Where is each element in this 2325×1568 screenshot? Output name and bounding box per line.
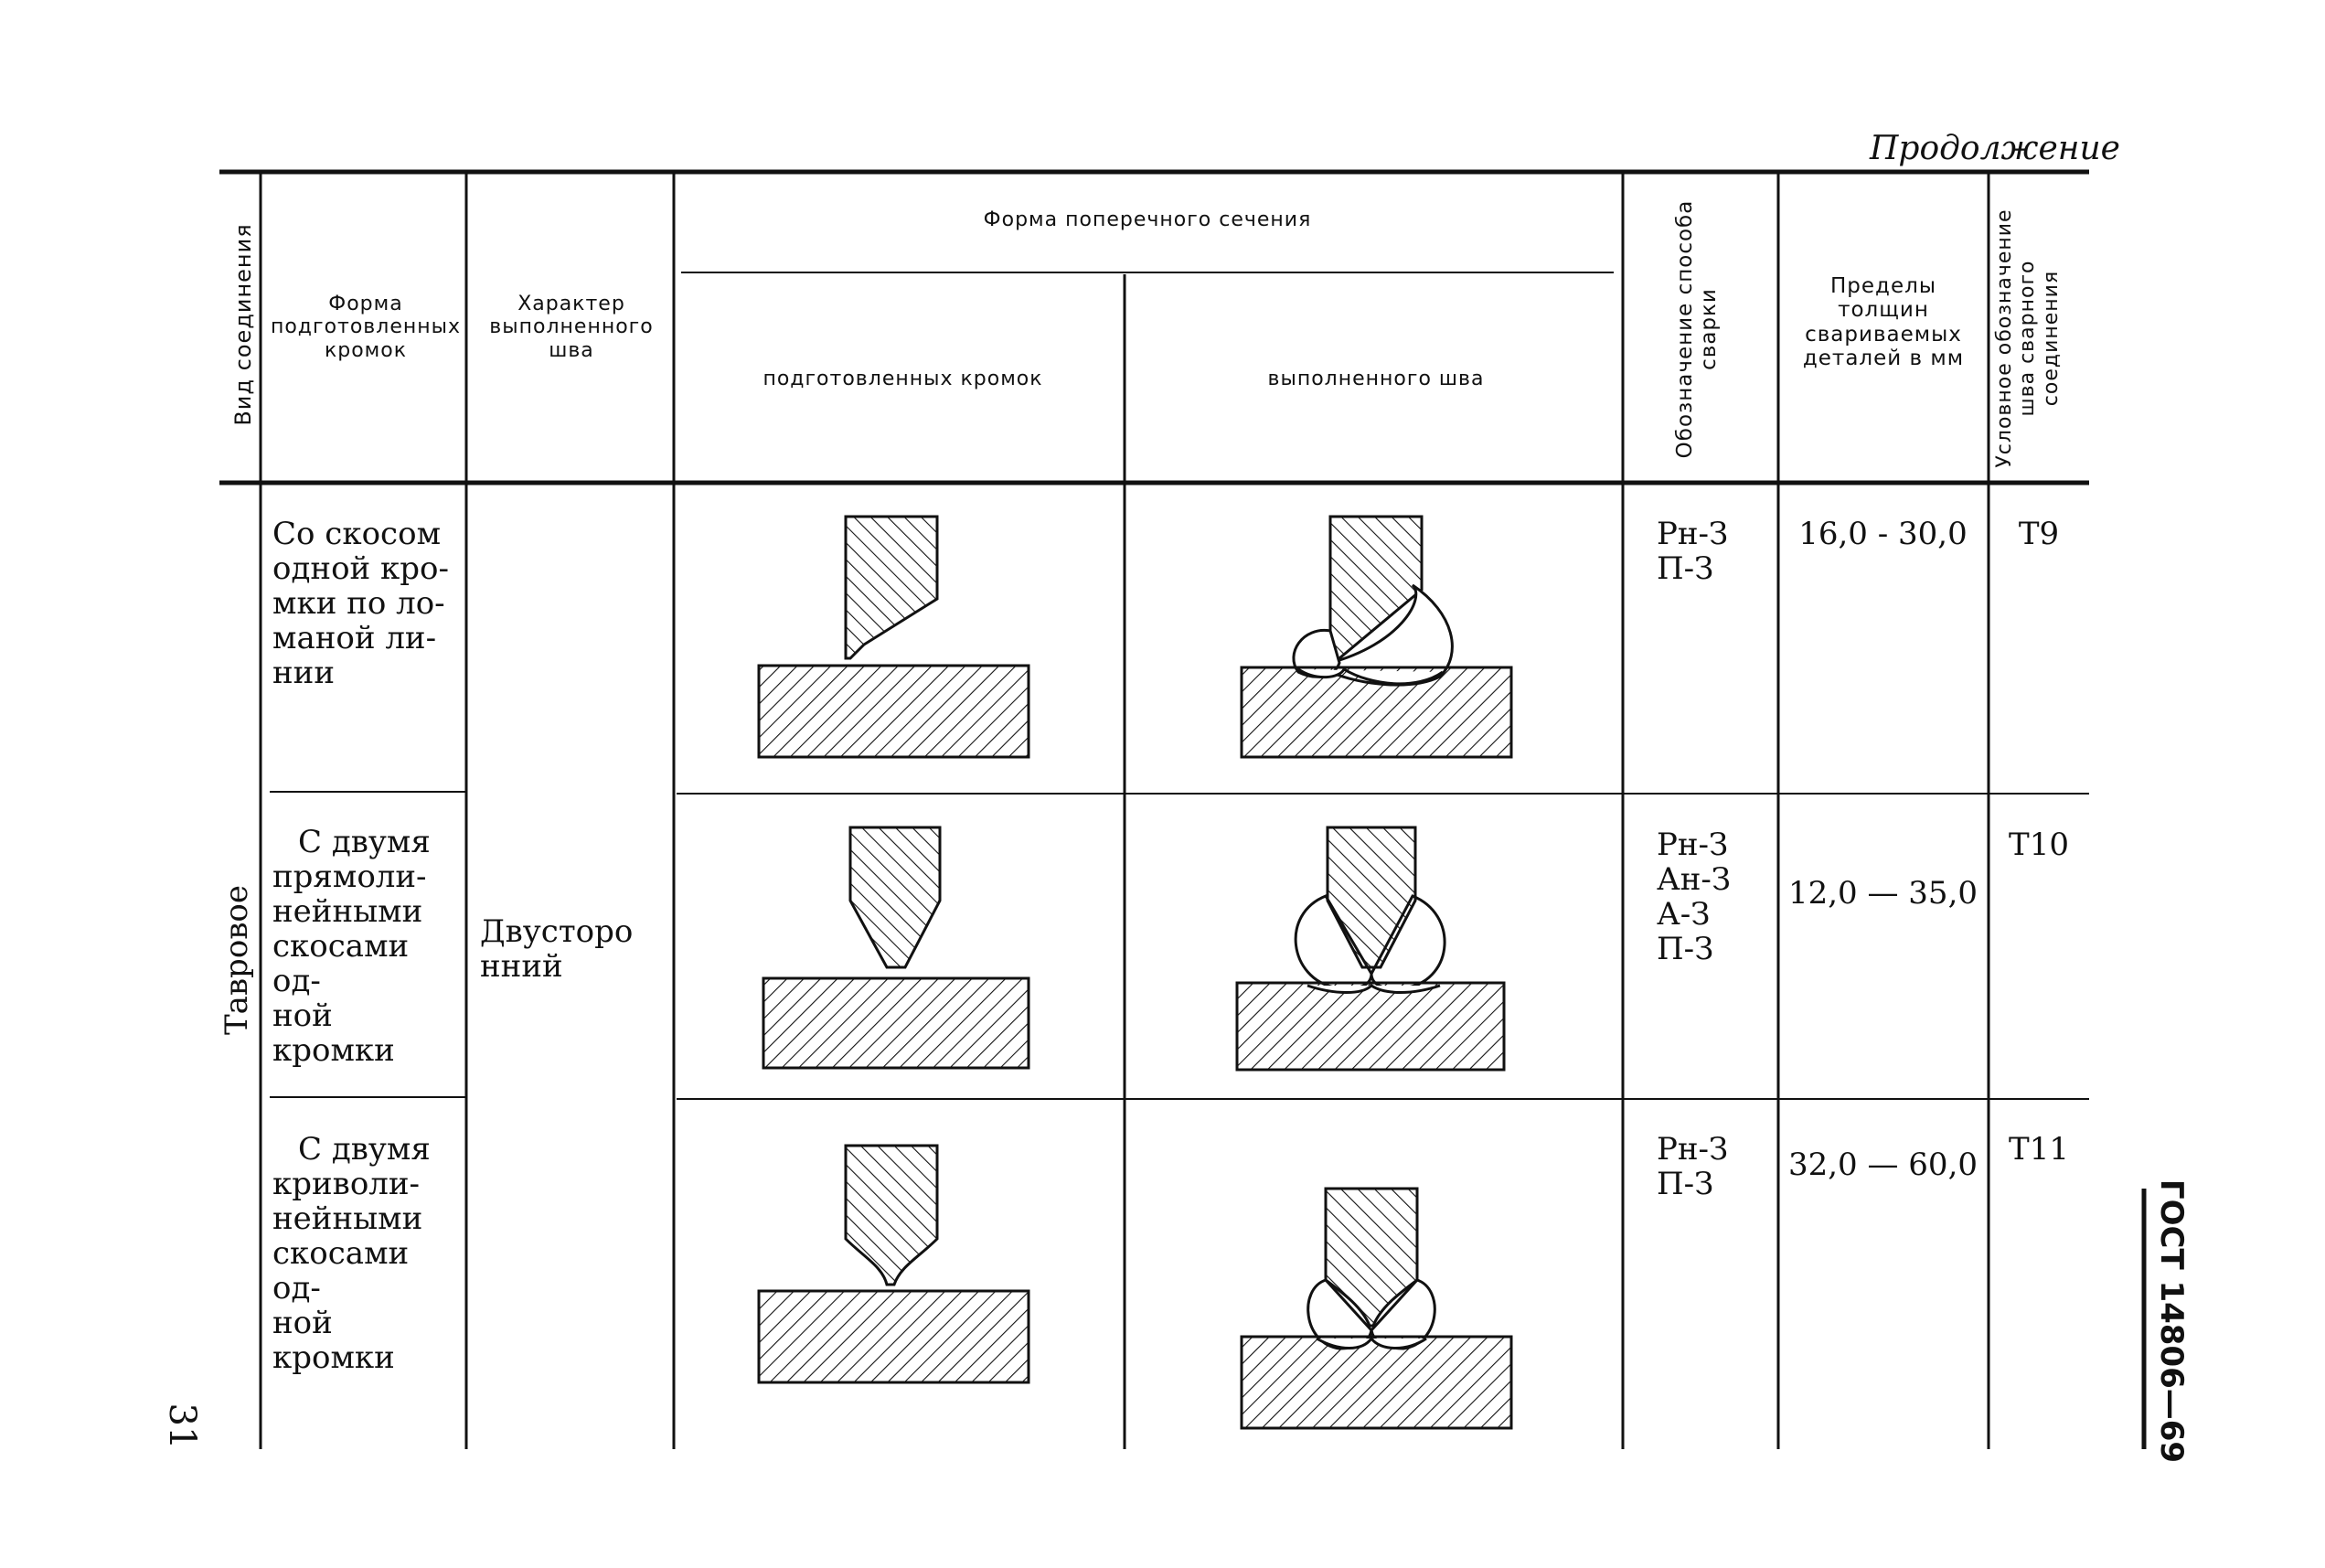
row3-edge-line: ной кромки (272, 1305, 395, 1377)
row2-method: Рн-З (1657, 827, 1729, 863)
row1-edge-line: Со скосом (272, 516, 442, 552)
header-edge-form: Форма подготовленных кромок (270, 293, 462, 362)
row2-method: А-З (1657, 896, 1711, 933)
row1-edge-line: одной кро- (272, 550, 449, 588)
row3-edge-line: криволи- (272, 1166, 421, 1203)
row3-method: П-З (1657, 1166, 1714, 1203)
row1-symbol: Т9 (2018, 516, 2060, 552)
row1-thickness: 16,0 - 30,0 (1798, 516, 1968, 552)
row1-weld-drawing (1240, 515, 1513, 759)
header-joint-type: Вид соединения (230, 223, 256, 426)
row1-method: Рн-З (1657, 516, 1729, 552)
header-welding-method: Обозначение способа сварки (1673, 199, 1722, 459)
row1-edge-line: нии (272, 655, 335, 692)
row1-edge-form: Со скосом одной кро- мки по ло- маной ли… (272, 517, 464, 690)
header-cross-section: Форма поперечного сечения (983, 208, 1312, 231)
row1-edge-line: маной ли- (272, 620, 437, 657)
row1-methods: Рн-З П-З (1657, 517, 1785, 586)
row2-edge-form: С двумя прямоли- нейными скосами од- ной… (272, 825, 464, 1069)
weld-character-value: Двусторонний (480, 913, 634, 986)
header-prepared-edges: подготовленных кромок (763, 368, 1043, 390)
row2-symbol: Т10 (2009, 827, 2069, 863)
header-thickness-limits: Пределы толщин свариваемых деталей в мм (1802, 274, 1965, 371)
row1-edge-line: мки по ло- (272, 585, 445, 623)
row2-edge-line: нейными (272, 893, 423, 931)
header-finished-weld: выполненного шва (1267, 368, 1485, 390)
row2-method: П-З (1657, 931, 1714, 968)
row3-thickness: 32,0 — 60,0 (1787, 1147, 1978, 1183)
row2-edge-line: прямоли- (272, 859, 427, 896)
row1-method: П-З (1657, 550, 1714, 588)
continuation-label: Продолжение (1870, 130, 2120, 167)
row2-edge-line: С двумя (298, 824, 431, 860)
row2-thickness: 12,0 — 35,0 (1787, 875, 1978, 912)
row3-method: Рн-З (1657, 1131, 1729, 1168)
row3-edge-line: скосами од- (272, 1235, 410, 1307)
row2-prepared-drawing (762, 826, 1030, 1070)
row3-edge-form: С двумя криволи- нейными скосами од- ной… (272, 1132, 464, 1376)
page-number: 31 (161, 1403, 203, 1450)
row3-weld-drawing (1240, 1187, 1513, 1430)
row3-methods: Рн-З П-З (1657, 1132, 1785, 1201)
header-weld-character: Характер выполненного шва (489, 293, 654, 362)
row2-methods: Рн-З Ан-З А-З П-З (1657, 827, 1785, 966)
row3-prepared-drawing (757, 1144, 1030, 1384)
standard-label: ГОСТ 14806—69 (2153, 1179, 2190, 1464)
joint-type-value: Тавровое (219, 884, 255, 1036)
row2-method: Ан-З (1657, 861, 1732, 899)
row3-edge-line: нейными (272, 1200, 423, 1238)
row3-edge-line: С двумя (298, 1131, 431, 1168)
row3-symbol: Т11 (2009, 1131, 2069, 1168)
row1-prepared-drawing (757, 515, 1030, 759)
row2-edge-line: скосами од- (272, 928, 410, 1000)
row2-edge-line: ной кромки (272, 997, 395, 1070)
row2-weld-drawing (1235, 826, 1506, 1072)
header-symbol: Условное обозначение шва сварного соедин… (1993, 208, 2063, 468)
